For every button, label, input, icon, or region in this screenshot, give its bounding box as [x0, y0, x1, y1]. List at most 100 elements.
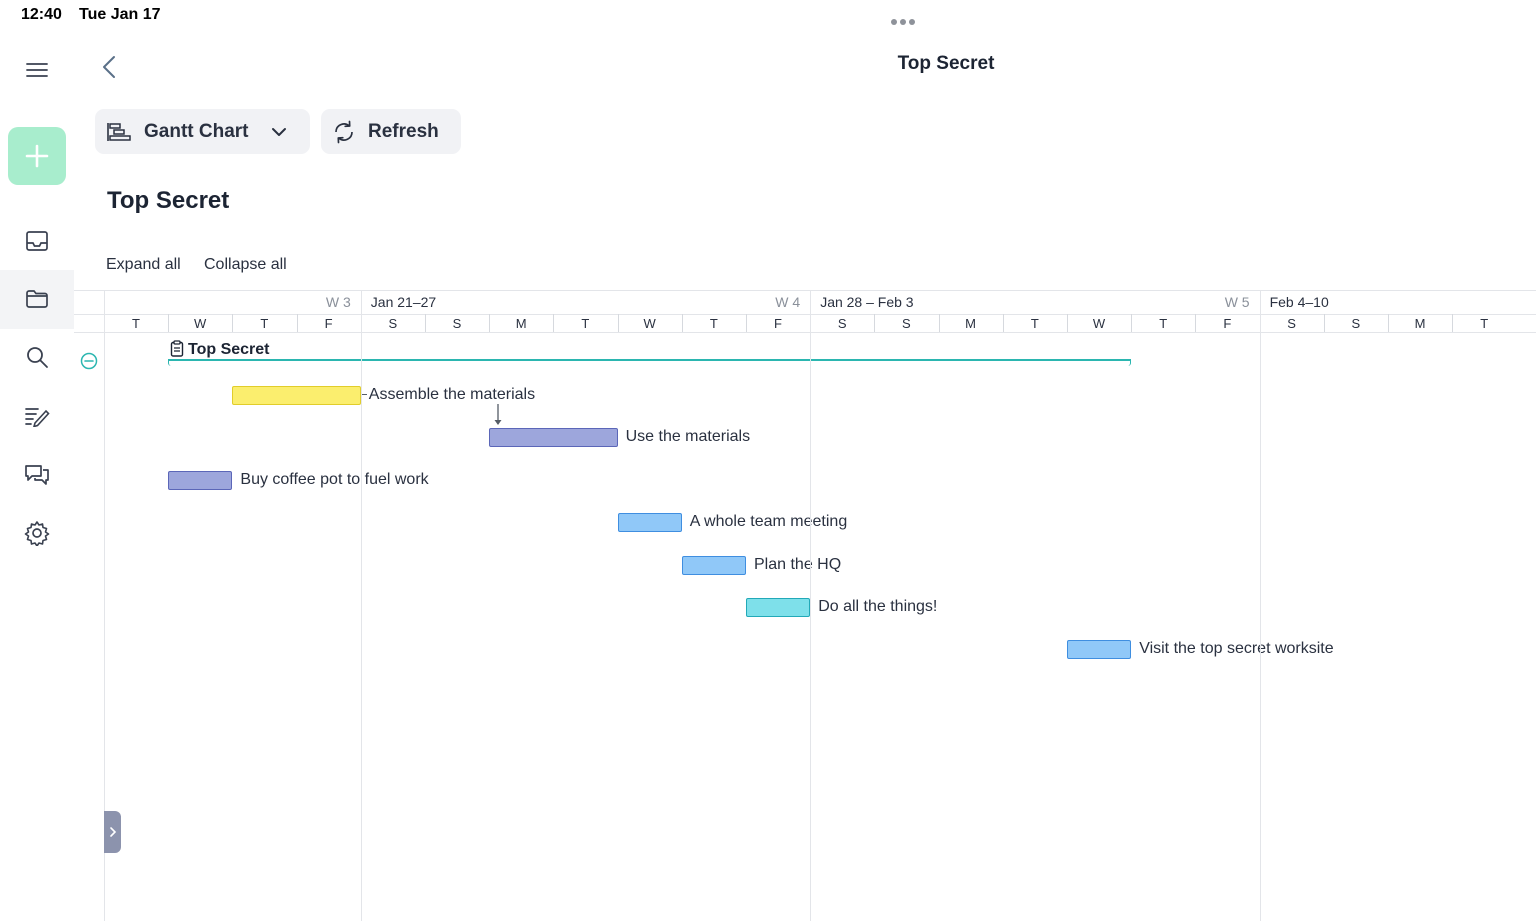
week-number-label: W 3 — [325, 294, 351, 310]
day-separator — [1003, 314, 1004, 332]
day-label: T — [581, 316, 590, 331]
project-row-label[interactable]: Top Secret — [188, 341, 270, 358]
day-label: W — [1092, 316, 1106, 331]
task-bar[interactable] — [489, 428, 618, 448]
day-separator — [1067, 314, 1068, 332]
view-selector-label: Gantt Chart — [144, 120, 249, 142]
day-label: S — [452, 316, 462, 331]
task-bar[interactable] — [168, 470, 233, 490]
day-separator — [746, 314, 747, 332]
nav-title: Top Secret — [897, 53, 995, 74]
multitasking-dots-icon[interactable] — [891, 12, 921, 25]
day-label: T — [260, 316, 269, 331]
gantt-top-border — [74, 290, 1536, 291]
status-time: 12:40 — [21, 6, 62, 23]
status-date: Tue Jan 17 — [79, 6, 161, 23]
day-label: M — [1414, 316, 1426, 331]
task-bar[interactable] — [1067, 640, 1132, 660]
day-separator — [232, 314, 233, 332]
day-label: F — [324, 316, 333, 331]
task-label[interactable]: Plan the HQ — [754, 555, 842, 573]
day-separator — [1131, 314, 1132, 332]
day-separator — [874, 314, 875, 332]
day-label: F — [774, 316, 782, 331]
sidebar — [0, 30, 74, 921]
day-label: T — [132, 316, 140, 331]
day-label: M — [515, 316, 527, 331]
menu-icon[interactable] — [18, 51, 56, 89]
task-bar[interactable] — [617, 513, 682, 533]
chevron-down-icon — [271, 127, 286, 136]
task-label[interactable]: Buy coffee pot to fuel work — [240, 470, 429, 488]
task-label[interactable]: Do all the things! — [818, 598, 938, 615]
refresh-label: Refresh — [368, 120, 439, 142]
week-range-label: Feb 4–10 — [1269, 294, 1329, 310]
day-separator — [425, 314, 426, 332]
day-label: T — [1030, 316, 1039, 331]
day-separator — [682, 314, 683, 332]
chevron-left-icon — [103, 56, 115, 78]
collapse-all-button[interactable]: Collapse all — [204, 256, 287, 273]
task-bar[interactable] — [232, 386, 361, 405]
task-bar[interactable] — [681, 555, 746, 575]
day-label: W — [643, 316, 656, 331]
refresh-button[interactable]: Refresh — [321, 109, 461, 154]
day-separator — [168, 314, 169, 332]
gantt-left-border — [104, 290, 105, 921]
day-separator — [489, 314, 490, 332]
day-label: S — [388, 316, 398, 331]
day-separator — [297, 314, 298, 332]
day-separator — [553, 314, 554, 332]
chevron-right-icon — [109, 827, 116, 837]
add-button[interactable] — [8, 127, 66, 185]
gantt-header-bottom-border — [74, 332, 1536, 333]
discussions-icon[interactable] — [18, 456, 56, 494]
refresh-icon — [335, 120, 353, 143]
expand-all-button[interactable]: Expand all — [106, 256, 181, 273]
week-boundary-line — [361, 290, 362, 921]
week-boundary-line — [1260, 290, 1261, 921]
day-label: F — [1223, 316, 1232, 331]
search-icon[interactable] — [18, 338, 56, 376]
expand-panel-handle[interactable] — [104, 811, 121, 853]
task-label[interactable]: A whole team meeting — [689, 513, 848, 531]
folder-icon[interactable] — [18, 280, 56, 318]
task-label[interactable]: Visit the top secret worksite — [1139, 640, 1334, 658]
dependency-connector — [359, 394, 367, 395]
day-separator — [1324, 314, 1325, 332]
task-bar[interactable] — [746, 598, 811, 617]
day-separator — [1195, 314, 1196, 332]
view-selector-button[interactable]: Gantt Chart — [95, 109, 310, 154]
day-label: T — [709, 316, 718, 331]
inbox-icon[interactable] — [18, 222, 56, 260]
day-label: T — [1159, 316, 1168, 331]
day-label: W — [194, 316, 207, 331]
dependency-arrow — [494, 404, 502, 425]
day-separator — [1388, 314, 1389, 332]
task-label[interactable]: Use the materials — [625, 428, 751, 446]
day-label: S — [902, 316, 911, 331]
week-number-label: W 5 — [1224, 294, 1250, 310]
task-label[interactable]: Assemble the materials — [368, 386, 536, 403]
day-separator — [618, 314, 619, 332]
minus-circle-icon — [80, 352, 98, 370]
gantt-view-icon — [107, 122, 131, 141]
day-label: S — [837, 316, 847, 331]
day-label: M — [965, 316, 977, 331]
day-separator — [939, 314, 940, 332]
review-icon[interactable] — [18, 397, 56, 435]
page-title: Top Secret — [107, 187, 230, 214]
back-button[interactable] — [96, 52, 122, 82]
week-boundary-line — [810, 290, 811, 921]
day-label: S — [1351, 316, 1361, 331]
plus-icon — [25, 144, 49, 168]
gear-icon[interactable] — [18, 514, 56, 552]
day-label: S — [1287, 316, 1296, 331]
collapse-project-toggle[interactable] — [80, 352, 98, 370]
project-icon — [170, 340, 184, 357]
day-separator — [1452, 314, 1453, 332]
project-summary-bar[interactable] — [168, 359, 1132, 366]
week-range-label: Jan 21–27 — [370, 294, 437, 310]
week-number-label: W 4 — [775, 294, 801, 310]
